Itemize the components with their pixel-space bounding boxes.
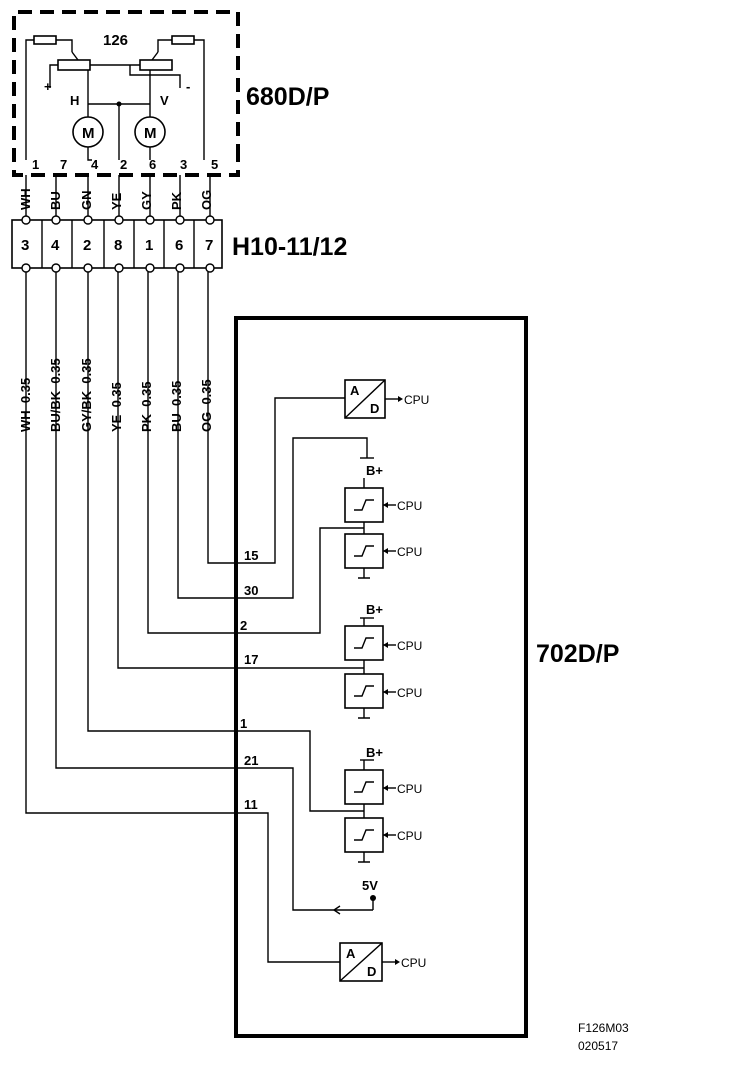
module-pin-1: 1 <box>240 716 247 731</box>
driver-group-3: B+ CPU CPU <box>344 745 422 863</box>
pin-1: 1 <box>32 157 39 172</box>
cavity-7: 7 <box>205 237 213 254</box>
svg-text:D: D <box>367 964 376 979</box>
five-volt-supply: 5V <box>332 878 378 915</box>
module-pin-2: 2 <box>240 618 247 633</box>
harness-wire-og: OG 0.35 <box>199 379 214 432</box>
pin-6: 6 <box>149 157 156 172</box>
harness-labels: WH 0.35 BU/BK 0.35 GY/BK 0.35 YE 0.35 PK… <box>18 358 214 432</box>
module-pin-17: 17 <box>244 652 258 667</box>
svg-text:CPU: CPU <box>401 956 426 970</box>
wire-color-gn: GN <box>79 191 94 211</box>
connector-label: H10-11/12 <box>232 233 347 261</box>
component-126: 126 680D/P + - H V M M 1 7 <box>12 10 329 177</box>
harness-wire-gy-bk: GY/BK 0.35 <box>79 358 94 432</box>
adc-converter-bottom: A D CPU <box>339 942 426 982</box>
svg-text:A: A <box>350 383 360 398</box>
driver-group-2: B+ CPU CPU <box>344 602 422 719</box>
harness-wires <box>25 272 373 963</box>
motor-v-symbol: M <box>144 125 157 142</box>
potentiometer-v <box>139 59 173 71</box>
svg-text:B+: B+ <box>366 745 383 760</box>
pin-5: 5 <box>211 157 218 172</box>
cavity-6: 6 <box>175 237 183 254</box>
svg-text:CPU: CPU <box>397 686 422 700</box>
module-label: 702D/P <box>536 640 619 668</box>
svg-text:CPU: CPU <box>397 545 422 559</box>
svg-text:5V: 5V <box>362 878 378 893</box>
cavity-1: 1 <box>145 237 153 254</box>
svg-text:CPU: CPU <box>397 829 422 843</box>
wire-color-pk: PK <box>169 191 184 210</box>
svg-text:CPU: CPU <box>397 499 422 513</box>
wire-color-ye: YE <box>109 192 124 210</box>
connector-680dp-label: 680D/P <box>246 83 329 111</box>
potentiometer-h <box>57 59 91 71</box>
connector-h10-11-12: 3 4 2 8 1 6 7 H10-11/12 <box>11 215 347 273</box>
module-pin-11: 11 <box>244 797 258 812</box>
pin-4: 4 <box>91 157 99 172</box>
adc-converter-top: A D CPU <box>344 379 429 419</box>
cavity-3: 3 <box>21 237 29 254</box>
pin-2: 2 <box>120 157 127 172</box>
svg-text:A: A <box>346 946 356 961</box>
motor-h-symbol: M <box>82 125 95 142</box>
motor-h-label: H <box>70 93 79 108</box>
plus-sign: + <box>44 79 52 94</box>
driver-group-1: B+ CPU CPU <box>344 457 422 579</box>
svg-text:B+: B+ <box>366 602 383 617</box>
harness-wire-pk: PK 0.35 <box>139 381 154 432</box>
harness-wire-ye: YE 0.35 <box>109 382 124 432</box>
harness-wire-bu: BU 0.35 <box>169 381 184 432</box>
wire-color-og: OG <box>199 190 214 210</box>
cavity-2: 2 <box>83 237 91 254</box>
wire-color-labels: WH BU GN YE GY PK OG <box>18 188 214 210</box>
svg-text:CPU: CPU <box>397 782 422 796</box>
component-126-label: 126 <box>103 32 128 49</box>
wire-color-gy: GY <box>139 191 154 210</box>
cpu-label: CPU <box>404 393 429 407</box>
cavity-4: 4 <box>51 237 60 254</box>
figure-date: 020517 <box>578 1039 618 1053</box>
resistor-right <box>171 35 195 45</box>
cavity-8: 8 <box>114 237 122 254</box>
svg-text:CPU: CPU <box>397 639 422 653</box>
module-pin-30: 30 <box>244 583 258 598</box>
motor-v-label: V <box>160 93 169 108</box>
svg-text:D: D <box>370 401 379 416</box>
pin-3: 3 <box>180 157 187 172</box>
resistor-left <box>33 35 57 45</box>
module-pin-15: 15 <box>244 548 258 563</box>
control-module-702dp: 702D/P 15 30 2 17 1 21 11 A D CPU B+ <box>234 316 619 1038</box>
pin-7: 7 <box>60 157 67 172</box>
module-pin-21: 21 <box>244 753 258 768</box>
svg-text:B+: B+ <box>366 463 383 478</box>
figure-code: F126M03 <box>578 1021 629 1035</box>
minus-sign: - <box>186 79 190 94</box>
